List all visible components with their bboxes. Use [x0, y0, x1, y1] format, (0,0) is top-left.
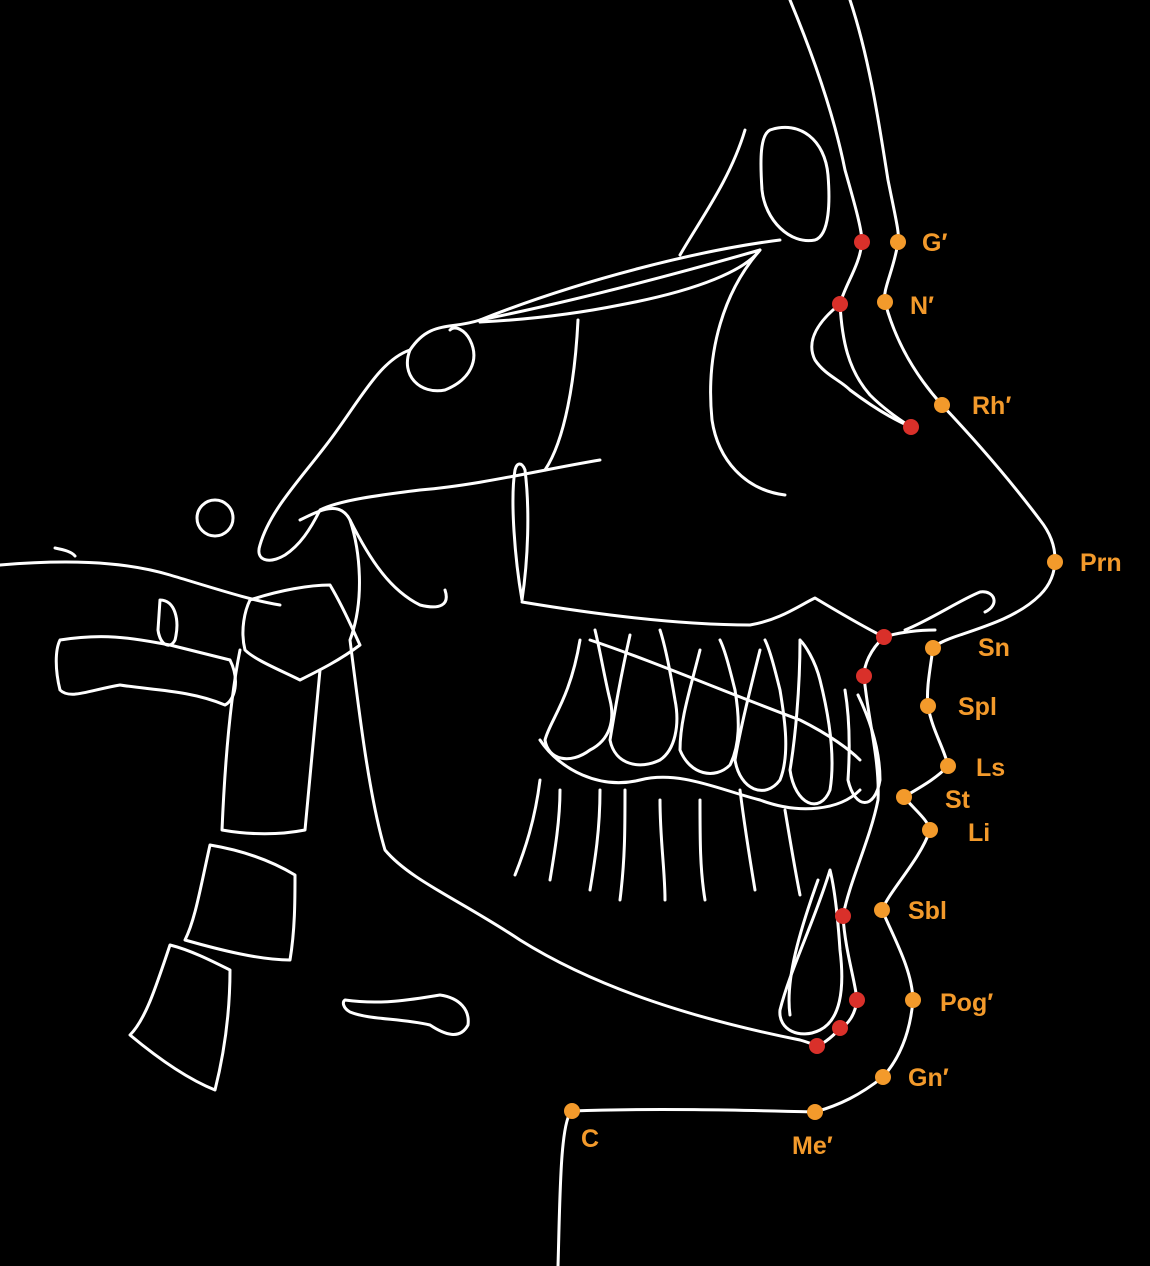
mandible-outline [348, 518, 448, 609]
landmark-point-red [856, 668, 872, 684]
teeth [513, 628, 882, 902]
mandible-outline [298, 506, 819, 1048]
orbit-outline [759, 125, 831, 243]
vertebra-outline [156, 598, 179, 647]
tooth-outline [543, 628, 614, 761]
cranial-base-outline [478, 248, 762, 324]
landmark-point-li [922, 822, 938, 838]
soft-tissue-landmarks: G′ N′ Rh′ Prn Sn Spl Ls St Li Sbl Pog′ G… [564, 229, 1122, 1160]
landmark-point-red [835, 908, 851, 924]
pterygoid-outline [511, 462, 530, 602]
landmark-label-sn: Sn [978, 634, 1010, 662]
landmark-label-gn: Gn′ [908, 1064, 949, 1092]
landmark-point-n [877, 294, 893, 310]
vertebra-outline [241, 583, 362, 682]
skull-tracing [0, 0, 1057, 1266]
orbit-outline [678, 128, 747, 257]
landmark-label-prn: Prn [1080, 549, 1122, 577]
landmark-point-st [896, 789, 912, 805]
vertebra-outline [54, 635, 237, 707]
occlusal-line [538, 738, 862, 811]
nasal-bone-outline [810, 302, 913, 429]
landmark-label-g: G′ [922, 229, 947, 257]
tooth-outline [788, 638, 834, 806]
landmark-point-me [807, 1104, 823, 1120]
landmark-point-red [903, 419, 919, 435]
landmark-point-red [849, 992, 865, 1008]
landmark-point-sbl [874, 902, 890, 918]
vertebra-outline [220, 648, 322, 836]
landmark-point-g [890, 234, 906, 250]
landmark-label-ls: Ls [976, 754, 1005, 782]
landmark-label-pog: Pog′ [940, 989, 993, 1017]
landmark-label-li: Li [968, 819, 990, 847]
landmark-point-red [832, 296, 848, 312]
landmark-label-spl: Spl [958, 693, 997, 721]
landmark-point-rh [934, 397, 950, 413]
landmark-label-me: Me′ [792, 1132, 833, 1160]
landmark-label-c: C [581, 1125, 599, 1153]
hyoid-outline [341, 993, 470, 1036]
maxilla-outline [520, 596, 937, 639]
tooth-outline [843, 688, 882, 804]
soft-tissue-profile [556, 0, 1057, 1266]
landmark-label-n: N′ [910, 292, 934, 320]
landmark-point-red [876, 629, 892, 645]
landmark-label-st: St [945, 786, 971, 814]
landmark-point-spl [920, 698, 936, 714]
maxilla-outline [903, 590, 996, 632]
occipital-outline [0, 546, 282, 607]
symphysis-outline [778, 868, 844, 1036]
landmark-point-c [564, 1103, 580, 1119]
vertebra-outline [128, 943, 232, 1092]
occlusal-line [588, 638, 862, 762]
orbit-outline [709, 248, 787, 497]
landmark-point-red [809, 1038, 825, 1054]
ear-rod-ring [195, 498, 235, 538]
landmark-point-sn [925, 640, 941, 656]
landmark-point-red [854, 234, 870, 250]
tooth-outline [733, 638, 788, 792]
landmark-point-ls [940, 758, 956, 774]
landmark-point-red [832, 1020, 848, 1036]
nasal-bone-outline [788, 0, 913, 429]
cranial-base-outline [257, 348, 602, 562]
landmark-label-rh: Rh′ [972, 392, 1011, 420]
landmark-point-pog [905, 992, 921, 1008]
hard-tissue-landmarks [809, 234, 919, 1054]
mandible-outline [815, 635, 886, 1048]
landmark-label-sbl: Sbl [908, 897, 947, 925]
tooth-roots [513, 778, 802, 902]
symphysis-outline [787, 878, 820, 1017]
tooth-outline [678, 638, 740, 775]
vertebra-outline [183, 843, 297, 962]
landmark-point-prn [1047, 554, 1063, 570]
landmark-point-gn [875, 1069, 891, 1085]
tooth-outline [608, 628, 679, 767]
cranial-base-outline [543, 318, 580, 472]
